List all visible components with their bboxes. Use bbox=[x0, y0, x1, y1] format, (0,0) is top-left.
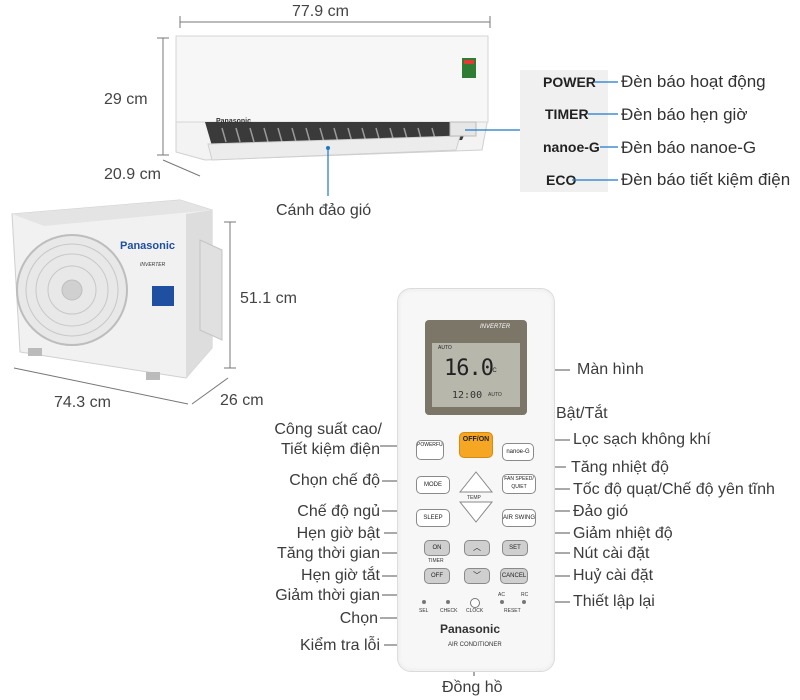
indoor-width-label: 77.9 cm bbox=[292, 3, 349, 20]
outdoor-width-label: 74.3 cm bbox=[54, 394, 111, 411]
indicator-nanoe-desc: Đèn báo nanoe-G bbox=[621, 138, 757, 157]
remote-screen bbox=[432, 343, 520, 407]
powerful-eco-button[interactable]: POWERFUL/ECO bbox=[416, 440, 444, 460]
chevron-up-icon: ︿ bbox=[473, 543, 481, 552]
screen-clock: 12:00 bbox=[452, 390, 483, 401]
label-swing: Đảo gió bbox=[573, 503, 629, 520]
ac-reset-dot-icon[interactable] bbox=[500, 600, 504, 604]
label-check: Kiểm tra lỗi bbox=[299, 637, 380, 654]
air-swing-button[interactable]: AIR SWING bbox=[502, 509, 536, 527]
offon-button[interactable]: OFF/ON bbox=[459, 432, 493, 458]
label-timer-on: Hẹn giờ bật bbox=[296, 525, 380, 542]
label-time-up: Tăng thời gian bbox=[277, 545, 380, 562]
label-select: Chọn bbox=[339, 610, 378, 627]
indicator-timer: TIMER bbox=[545, 106, 589, 122]
screen-small: AUTO bbox=[488, 392, 502, 398]
label-temp-down: Giảm nhiệt độ bbox=[573, 525, 673, 542]
indoor-depth-label: 20.9 cm bbox=[104, 166, 161, 183]
nanoe-button[interactable]: nanoe-G bbox=[502, 443, 534, 461]
indicator-timer-desc: Đèn báo hẹn giờ bbox=[621, 105, 748, 124]
outdoor-width-line bbox=[13, 367, 189, 405]
clock-button-icon[interactable] bbox=[470, 598, 480, 608]
label-fan-speed: Tốc độ quạt/Chế độ yên tĩnh bbox=[573, 481, 775, 498]
label-timer-off: Hẹn giờ tắt bbox=[301, 567, 380, 584]
label-sleep: Chế độ ngủ bbox=[297, 503, 380, 520]
outdoor-depth-line bbox=[191, 377, 229, 405]
label-powerful-2: Tiết kiệm điện bbox=[281, 441, 380, 458]
ac-label: AC bbox=[498, 592, 505, 598]
outdoor-height-label: 51.1 cm bbox=[240, 290, 297, 307]
fan-speed-button[interactable]: FAN SPEED/ QUIET bbox=[502, 474, 536, 494]
outdoor-depth-label: 26 cm bbox=[220, 392, 264, 409]
sleep-button[interactable]: SLEEP bbox=[416, 509, 450, 527]
outdoor-brand: Panasonic bbox=[120, 240, 176, 252]
label-offon: Bật/Tắt bbox=[556, 405, 608, 422]
check-dot-icon[interactable] bbox=[446, 600, 450, 604]
temp-up-icon[interactable] bbox=[458, 471, 494, 493]
indicator-eco: ECO bbox=[546, 172, 577, 188]
screen-temp: 16.0 bbox=[444, 356, 494, 381]
indicator-panel bbox=[520, 70, 608, 192]
screen-mode: AUTO bbox=[438, 345, 452, 351]
indoor-depth-line bbox=[162, 159, 201, 177]
temp-rocker bbox=[458, 471, 494, 523]
time-up-button[interactable]: ︿ bbox=[464, 540, 490, 556]
sel-label: SEL bbox=[419, 608, 429, 614]
label-time-down: Giảm thời gian bbox=[275, 587, 380, 604]
temp-down-icon[interactable] bbox=[458, 501, 494, 523]
reset-label: RESET bbox=[504, 608, 521, 614]
label-reset: Thiết lập lại bbox=[573, 593, 655, 610]
outdoor-unit-graphic bbox=[11, 199, 223, 380]
mode-button[interactable]: MODE bbox=[416, 476, 450, 494]
chevron-down-icon: ﹀ bbox=[473, 571, 481, 580]
label-air-clean: Lọc sạch không khí bbox=[573, 431, 711, 448]
outdoor-badge-icon bbox=[152, 286, 174, 306]
screen-unit: °C bbox=[490, 368, 497, 374]
indicator-power-desc: Đèn báo hoạt động bbox=[621, 72, 766, 91]
louver-label: Cánh đảo gió bbox=[276, 202, 372, 219]
label-clock: Đồng hồ bbox=[442, 679, 503, 696]
label-mode: Chọn chế độ bbox=[289, 472, 380, 489]
indicator-power: POWER bbox=[543, 74, 596, 90]
outdoor-inverter: INVERTER bbox=[140, 262, 166, 268]
indoor-brand: Panasonic bbox=[216, 118, 252, 125]
rc-label: RC bbox=[521, 592, 529, 598]
timer-label: TIMER bbox=[428, 558, 444, 564]
remote-footer: AIR CONDITIONER bbox=[448, 642, 502, 648]
sel-dot-icon[interactable] bbox=[422, 600, 426, 604]
check-label: CHECK bbox=[440, 608, 458, 614]
label-cancel: Huỷ cài đặt bbox=[573, 567, 654, 584]
remote-inverter-badge: INVERTER bbox=[480, 324, 511, 330]
rc-reset-dot-icon[interactable] bbox=[522, 600, 526, 604]
indoor-unit-graphic bbox=[175, 35, 489, 161]
timer-off-button[interactable]: OFF bbox=[424, 568, 450, 584]
label-powerful-1: Công suất cao/ bbox=[274, 421, 382, 438]
indicator-eco-desc: Đèn báo tiết kiệm điện bbox=[621, 170, 791, 189]
label-set: Nút cài đặt bbox=[573, 545, 650, 562]
cancel-button[interactable]: CANCEL bbox=[500, 568, 528, 584]
clock-label: CLOCK bbox=[466, 608, 484, 614]
indoor-height-label: 29 cm bbox=[104, 91, 148, 108]
indicator-nanoe: nanoe-G bbox=[543, 139, 600, 155]
time-down-button[interactable]: ﹀ bbox=[464, 568, 490, 584]
label-screen: Màn hình bbox=[577, 361, 644, 378]
temp-label: TEMP bbox=[467, 495, 481, 501]
remote-brand: Panasonic bbox=[440, 622, 501, 636]
timer-on-button[interactable]: ON bbox=[424, 540, 450, 556]
label-temp-up: Tăng nhiệt độ bbox=[571, 459, 669, 476]
set-button[interactable]: SET bbox=[502, 540, 528, 556]
